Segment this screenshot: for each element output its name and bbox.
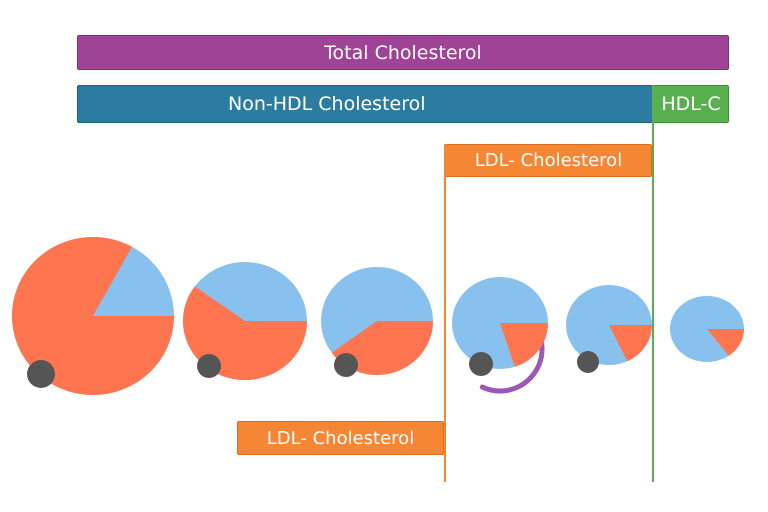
ldl-cholesterol-bar-top: LDL- Cholesterol xyxy=(445,144,652,177)
particle-4-apob-dot xyxy=(469,352,493,376)
particle-1-apob-dot xyxy=(27,360,55,388)
particle-3-apob-dot xyxy=(334,353,358,377)
particle-5-core xyxy=(609,325,652,362)
ldl-cholesterol-bar-bottom: LDL- Cholesterol xyxy=(237,421,444,455)
total-cholesterol-label: Total Cholesterol xyxy=(324,41,482,64)
hdl-c-bar: HDL-C xyxy=(653,85,729,123)
total-cholesterol-bar: Total Cholesterol xyxy=(77,35,729,70)
particle-4-core xyxy=(500,323,548,367)
non-hdl-cholesterol-label: Non-HDL Cholesterol xyxy=(228,93,426,115)
particle-2-apob-dot xyxy=(197,354,221,378)
particle-6-core xyxy=(707,329,744,356)
hdl-c-label: HDL-C xyxy=(661,93,721,115)
ldl-cholesterol-label-bottom: LDL- Cholesterol xyxy=(266,427,415,449)
ldl-cholesterol-label-top: LDL- Cholesterol xyxy=(474,150,623,171)
non-hdl-cholesterol-bar: Non-HDL Cholesterol xyxy=(77,85,653,123)
particle-1-core xyxy=(11,236,174,396)
particle-5-apob-dot xyxy=(577,351,599,373)
